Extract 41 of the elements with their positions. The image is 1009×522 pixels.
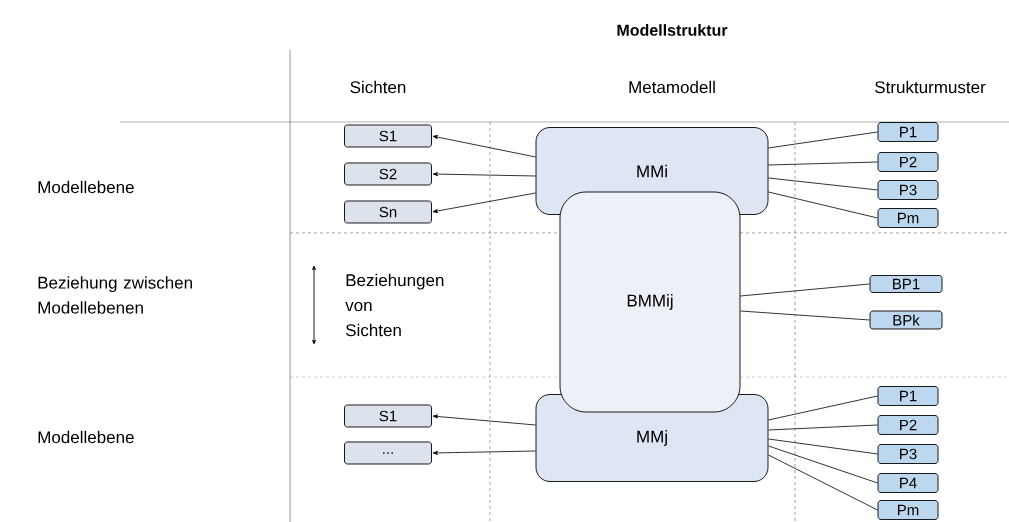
pattern-box: Pm <box>877 208 939 228</box>
relation-box: BMMij <box>559 191 741 413</box>
connector-line <box>768 445 878 484</box>
view-box: S2 <box>344 162 432 186</box>
pattern-box: Pm <box>877 500 939 520</box>
column-header: Strukturmuster <box>875 80 986 94</box>
connector-line <box>768 424 878 431</box>
pattern-box: P2 <box>877 415 939 435</box>
arrow <box>432 450 536 455</box>
arrow <box>432 172 536 177</box>
connector-line <box>768 177 878 191</box>
arrow <box>432 192 536 213</box>
pattern-box: P3 <box>877 444 939 464</box>
view-box: S1 <box>344 404 432 428</box>
pattern-box: P1 <box>877 122 939 142</box>
title: Modellstruktur <box>617 24 728 36</box>
arrow <box>432 414 536 426</box>
view-box: ... <box>344 441 432 465</box>
pattern-box: P1 <box>877 386 939 406</box>
row-header: Beziehung zwischen Modellebenen <box>38 276 192 314</box>
row-header: Modellebene <box>38 180 134 194</box>
arrow <box>432 135 536 158</box>
note-text: Beziehungen von Sichten <box>345 273 444 337</box>
pattern-box: P4 <box>877 473 939 493</box>
view-box: Sn <box>344 200 432 224</box>
row-header: Modellebene <box>38 430 134 444</box>
view-box: S1 <box>344 124 432 148</box>
connector-line <box>768 454 878 511</box>
column-header: Metamodell <box>629 80 715 94</box>
connector-line <box>768 191 878 219</box>
pattern-box: P2 <box>877 152 939 172</box>
pattern-box: BP1 <box>869 275 943 293</box>
pattern-box: P3 <box>877 180 939 200</box>
connector-line <box>740 283 870 297</box>
pattern-box: BPk <box>869 310 943 330</box>
connector-line <box>768 395 878 421</box>
connector-line <box>768 438 878 455</box>
connector-line <box>768 161 878 166</box>
column-header: Sichten <box>350 80 406 94</box>
connector-line <box>768 131 878 149</box>
connector-line <box>740 310 870 321</box>
